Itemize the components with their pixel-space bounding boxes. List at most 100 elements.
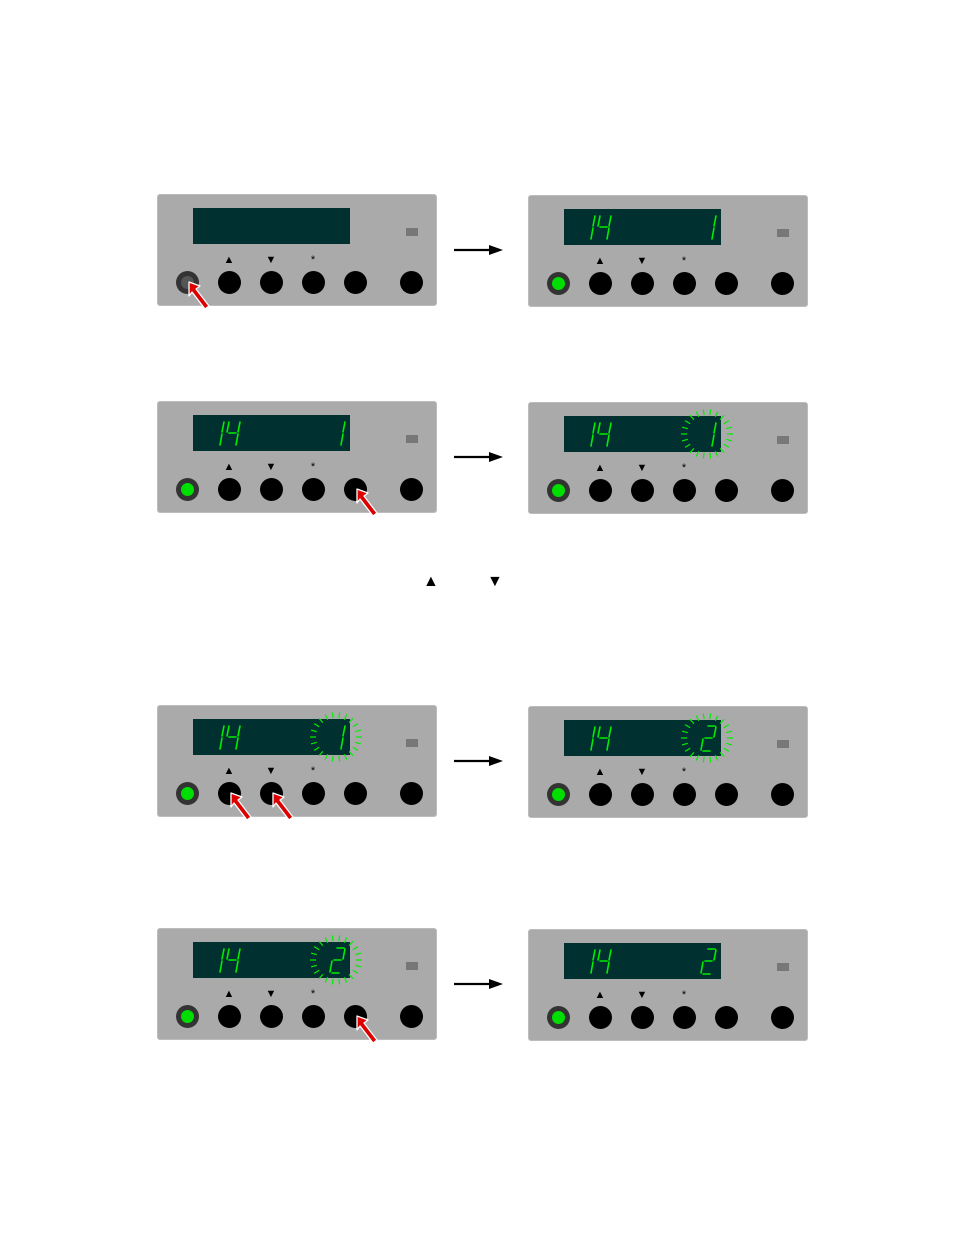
k5-button[interactable]	[715, 479, 738, 502]
flow-arrow-icon	[453, 755, 505, 767]
controller-panel-before: ▲▼*	[157, 194, 437, 306]
star-button[interactable]	[302, 478, 325, 501]
down-button[interactable]	[260, 478, 283, 501]
up-button[interactable]	[589, 479, 612, 502]
star-button[interactable]	[673, 1006, 696, 1029]
power-button[interactable]	[176, 1005, 199, 1028]
segment-display	[564, 209, 721, 245]
star-key-label: *	[301, 989, 325, 1000]
down-key-label: ▼	[630, 767, 654, 778]
star-button[interactable]	[302, 782, 325, 805]
segment-digit	[598, 950, 611, 973]
segment-display	[193, 942, 350, 978]
up-key-label: ▲	[588, 767, 612, 778]
down-button[interactable]	[631, 272, 654, 295]
star-button[interactable]	[673, 479, 696, 502]
status-indicator	[777, 229, 789, 237]
press-pointer-icon	[355, 1014, 381, 1044]
star-button[interactable]	[302, 271, 325, 294]
star-button[interactable]	[673, 272, 696, 295]
k6-button[interactable]	[771, 1006, 794, 1029]
up-button[interactable]	[589, 1006, 612, 1029]
controller-panel-after: ▲▼*	[528, 706, 808, 818]
up-button[interactable]	[218, 478, 241, 501]
up-key-label: ▲	[217, 462, 241, 473]
star-button[interactable]	[302, 1005, 325, 1028]
down-key-label: ▼	[630, 990, 654, 1001]
down-key-label: ▼	[630, 256, 654, 267]
press-pointer-icon	[229, 791, 255, 821]
segment-display	[193, 719, 350, 755]
blink-rays	[681, 410, 733, 459]
k6-button[interactable]	[771, 272, 794, 295]
star-key-label: *	[672, 256, 696, 267]
star-button[interactable]	[673, 783, 696, 806]
k6-button[interactable]	[400, 782, 423, 805]
up-key-label: ▲	[588, 256, 612, 267]
down-key-label: ▼	[259, 766, 283, 777]
power-led	[552, 484, 565, 497]
k6-button[interactable]	[771, 783, 794, 806]
status-indicator	[406, 739, 418, 747]
down-button[interactable]	[260, 271, 283, 294]
up-arrow-icon: ▲	[423, 572, 439, 592]
status-indicator	[406, 962, 418, 970]
segment-digit	[598, 216, 611, 239]
up-key-label: ▲	[217, 766, 241, 777]
down-button[interactable]	[631, 479, 654, 502]
legend-arrows: ▲ ▼	[420, 572, 510, 592]
controller-panel-before: ▲▼*	[157, 928, 437, 1040]
power-led	[552, 788, 565, 801]
press-pointer-icon	[355, 487, 381, 517]
press-pointer-icon	[187, 280, 213, 310]
k6-button[interactable]	[400, 478, 423, 501]
flow-arrow-icon	[453, 244, 505, 256]
power-led	[181, 1010, 194, 1023]
up-button[interactable]	[589, 272, 612, 295]
k6-button[interactable]	[771, 479, 794, 502]
k6-button[interactable]	[400, 271, 423, 294]
k5-button[interactable]	[715, 1006, 738, 1029]
power-led	[552, 277, 565, 290]
segment-digit	[591, 216, 595, 239]
down-button[interactable]	[631, 1006, 654, 1029]
up-button[interactable]	[218, 271, 241, 294]
power-led	[552, 1011, 565, 1024]
k5-button[interactable]	[715, 272, 738, 295]
power-button[interactable]	[547, 272, 570, 295]
star-key-label: *	[672, 990, 696, 1001]
down-arrow-icon: ▼	[487, 572, 503, 592]
down-key-label: ▼	[259, 255, 283, 266]
down-button[interactable]	[260, 1005, 283, 1028]
segment-digit	[330, 948, 345, 973]
k6-button[interactable]	[400, 1005, 423, 1028]
segment-digit	[598, 727, 611, 750]
flow-arrow-icon	[453, 451, 505, 463]
status-indicator	[777, 963, 789, 971]
segment-digit	[227, 949, 240, 972]
status-indicator	[406, 435, 418, 443]
power-button[interactable]	[176, 478, 199, 501]
segment-digit	[341, 422, 345, 445]
controller-panel-before: ▲▼*	[157, 401, 437, 513]
status-indicator	[406, 228, 418, 236]
down-button[interactable]	[631, 783, 654, 806]
power-button[interactable]	[547, 1006, 570, 1029]
star-key-label: *	[301, 255, 325, 266]
segment-display	[193, 208, 350, 244]
status-indicator	[777, 740, 789, 748]
k5-button[interactable]	[344, 782, 367, 805]
controller-panel-after: ▲ ▼ *	[528, 929, 808, 1041]
segment-digit	[701, 726, 716, 751]
segment-display	[564, 943, 721, 979]
k5-button[interactable]	[344, 271, 367, 294]
segment-display	[564, 416, 721, 452]
up-button[interactable]	[218, 1005, 241, 1028]
power-button[interactable]	[547, 783, 570, 806]
k5-button[interactable]	[715, 783, 738, 806]
power-button[interactable]	[176, 782, 199, 805]
power-button[interactable]	[547, 479, 570, 502]
up-key-label: ▲	[588, 990, 612, 1001]
up-button[interactable]	[589, 783, 612, 806]
segment-digit	[220, 726, 224, 749]
